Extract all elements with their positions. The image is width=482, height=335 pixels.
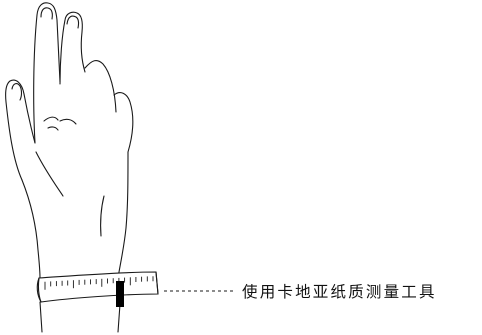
middle-fingernail [66, 15, 80, 29]
paper-measuring-tape [36, 271, 159, 307]
wrist-left-edge [21, 179, 41, 279]
paper-measuring-tool-label: 使用卡地亚纸质测量工具 [242, 283, 437, 301]
finger-crease-1 [43, 116, 59, 122]
finger-crease-3 [47, 126, 59, 131]
wrist-right-edge [117, 151, 129, 279]
pinky-finger-outline [113, 92, 134, 153]
tape-left-edge [36, 277, 42, 303]
forearm-left-edge [39, 301, 43, 333]
forearm-right-edge [117, 303, 121, 333]
thumb-outline [5, 79, 36, 181]
tape-end-edge [155, 271, 159, 295]
palm-line [35, 151, 64, 197]
hand-outline [5, 2, 134, 333]
thumbnail [11, 83, 23, 101]
tape-ticks [44, 276, 154, 290]
finger-crease-2 [59, 118, 77, 125]
tape-band [37, 271, 159, 303]
tape-marker [116, 281, 124, 307]
middle-finger-outline [59, 11, 86, 85]
ring-finger-outline [84, 59, 117, 113]
index-finger-outline [33, 2, 61, 144]
index-fingernail [40, 7, 53, 20]
wrist-bone-line [100, 195, 105, 237]
